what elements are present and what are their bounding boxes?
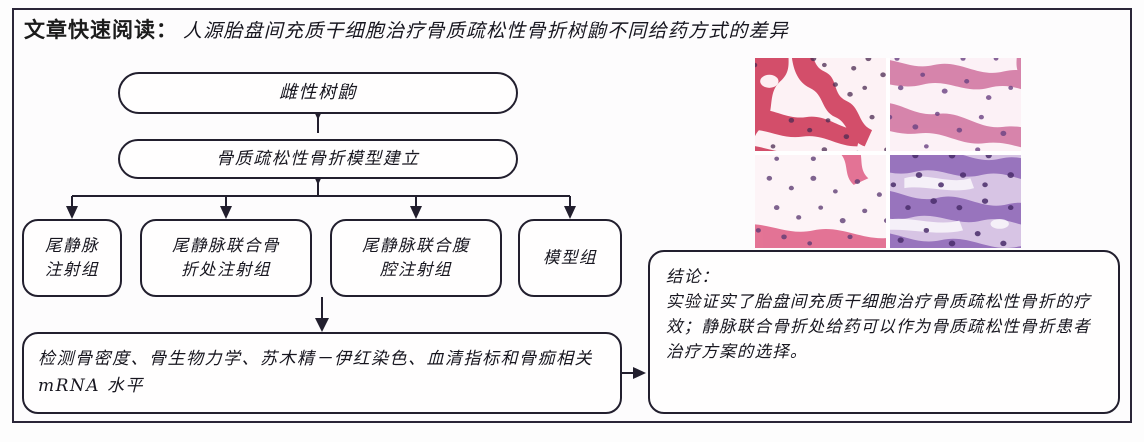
group-label-line1: 尾静脉	[45, 236, 99, 256]
flow-node-subject: 雌性树鼩	[118, 72, 518, 114]
flow-node-conclusion: 结论： 实验证实了胎盘间充质干细胞治疗骨质疏松性骨折的疗效；静脉联合骨折处给药可…	[648, 250, 1120, 414]
group-label-line1: 尾静脉联合骨	[172, 236, 280, 256]
flow-node-group-tail-vein-plus-intraperitoneal: 尾静脉联合腹 腔注射组	[330, 219, 502, 297]
group-label-line2: 腔注射组	[380, 260, 452, 279]
group-label-line2: 注射组	[45, 260, 99, 279]
he-stain-panel-bottom-left	[755, 155, 886, 248]
flow-node-model-establishment: 骨质疏松性骨折模型建立	[118, 139, 518, 179]
title-colon: ：	[156, 18, 177, 42]
he-stain-panel-bottom-right	[890, 155, 1021, 248]
flow-node-detection-methods: 检测骨密度、骨生物力学、苏木精－伊红染色、血清指标和骨痂相关 mRNA 水平	[22, 332, 622, 414]
conclusion-body: 实验证实了胎盘间充质干细胞治疗骨质疏松性骨折的疗效；静脉联合骨折处给药可以作为骨…	[666, 292, 1091, 362]
he-stain-panel-top-right	[890, 58, 1021, 151]
title-subtitle: 人源胎盘间充质干细胞治疗骨质疏松性骨折树鼩不同给药方式的差异	[183, 20, 790, 42]
flow-node-group-model-control: 模型组	[518, 219, 622, 297]
conclusion-label: 结论：	[666, 267, 720, 286]
group-label-line1: 尾静脉联合腹	[362, 236, 470, 256]
group-label-line1: 模型组	[543, 248, 597, 268]
he-stain-panel-top-left	[755, 58, 886, 151]
group-label-line2: 折处注射组	[181, 260, 271, 279]
histology-image-grid	[755, 58, 1021, 248]
page-title: 文章快速阅读	[24, 18, 156, 42]
figure-title-row: 文章快速阅读 ： 人源胎盘间充质干细胞治疗骨质疏松性骨折树鼩不同给药方式的差异	[24, 14, 1024, 52]
flow-node-group-tail-vein-plus-fracture-site: 尾静脉联合骨 折处注射组	[140, 219, 312, 297]
flow-node-group-tail-vein: 尾静脉 注射组	[22, 219, 122, 297]
